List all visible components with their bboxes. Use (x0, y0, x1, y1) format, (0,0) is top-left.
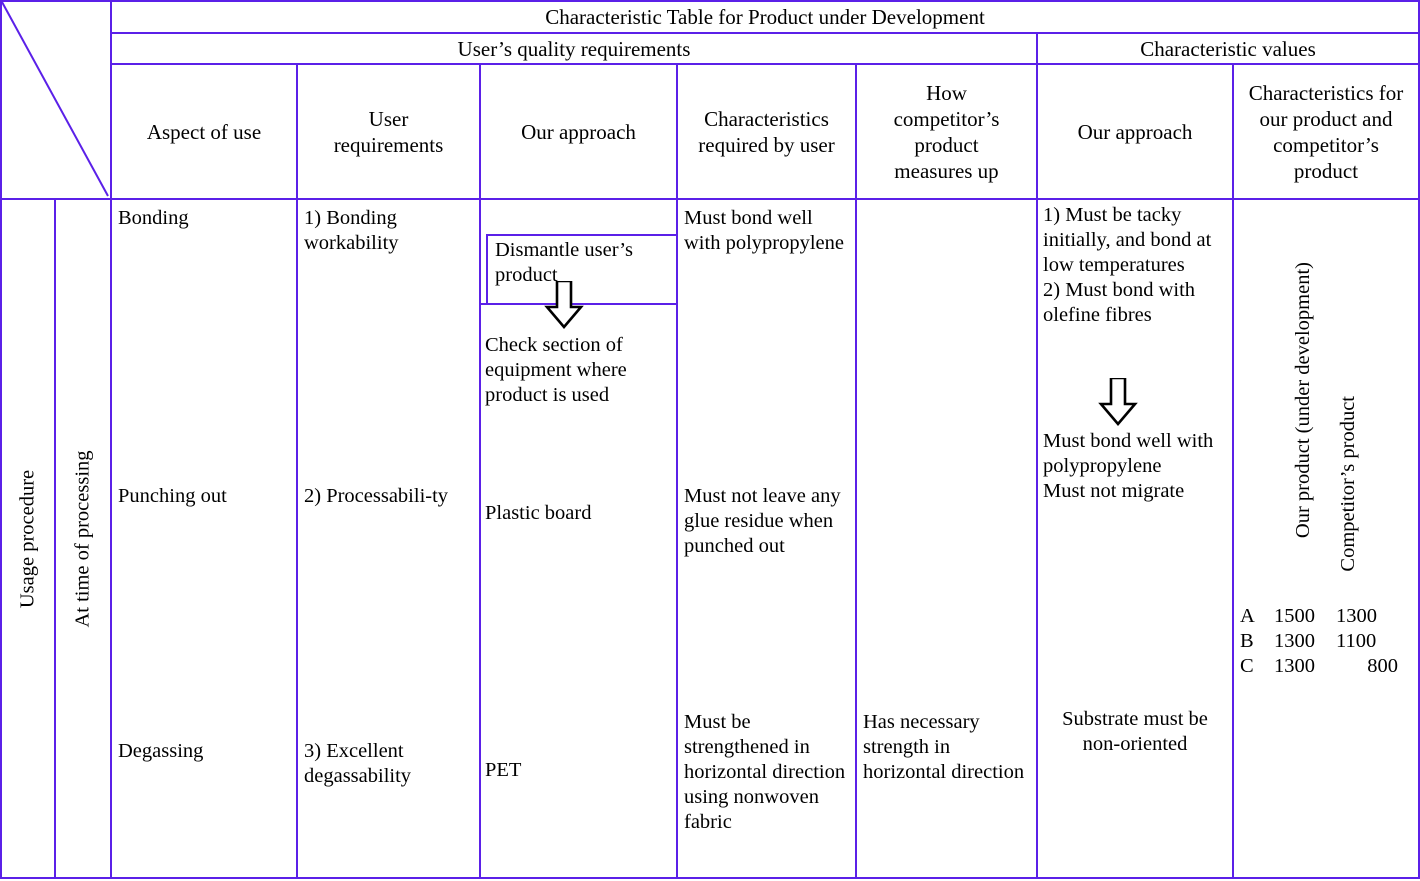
header-col-cv-our-approach: Our approach (1077, 119, 1193, 144)
our-product-value: 1300 (1274, 655, 1315, 677)
flow-box-top-line (486, 234, 676, 236)
grade-label: B (1240, 630, 1254, 652)
flow-box-bottom-line (481, 303, 676, 305)
cv-measurements-table: A 1500 1300 B 1300 1100 C 1300 800 (1240, 604, 1418, 694)
our-product-value: 1500 (1274, 605, 1315, 627)
header-col-cv-characteristics: Characteristics for our product and comp… (1248, 80, 1404, 183)
grid-line-col-aspect (296, 63, 298, 879)
cell-characteristics-required-punching: Must not leave any glue residue when pun… (684, 485, 841, 557)
grid-line-col-userreq (479, 63, 481, 879)
header-group-user-quality: User’s quality requirements (457, 36, 691, 61)
table-row: A 1500 1300 (1240, 604, 1418, 629)
flow-step-check-section: Check section of equipment where product… (485, 334, 627, 406)
down-arrow-icon-cv (1098, 378, 1138, 426)
cell-user-requirements-bonding: 1) Bonding workability (304, 207, 399, 254)
grid-line-header-bottom (0, 198, 1420, 200)
cv-vertical-label-our-product: Our product (under development) (1292, 262, 1314, 539)
flow-step-dismantle: Dismantle user’s product (495, 239, 633, 286)
competitor-product-value: 1300 (1336, 605, 1377, 627)
header-col-user-requirements: User requirements (333, 106, 444, 157)
cv-vertical-label-competitor-product: Competitor’s product (1337, 396, 1359, 572)
table-row: B 1300 1100 (1240, 629, 1418, 654)
cell-competitor-measures-punching (857, 481, 1035, 606)
row-header-at-time-of-processing: At time of processing (56, 200, 110, 877)
row-header-usage-procedure: Usage procedure (2, 200, 54, 877)
cell-aspect-of-use-degassing: Degassing (118, 740, 204, 762)
cv-approach-items-bonding: 1) Must be tacky initially, and bond at … (1043, 204, 1212, 326)
row-header-at-time-of-processing-label: At time of processing (71, 449, 94, 628)
table-row: C 1300 800 (1240, 654, 1418, 679)
grade-label: A (1240, 605, 1255, 627)
our-product-value: 1300 (1274, 630, 1315, 652)
cell-our-approach-degassing: PET (485, 759, 522, 781)
cell-characteristics-required-degassing: Must be strengthened in horizontal direc… (684, 711, 846, 833)
header-col-characteristics-required: Characteristics required by user (698, 106, 835, 157)
grid-line-bottom (0, 877, 1420, 879)
cell-aspect-of-use-punching: Punching out (118, 485, 227, 507)
header-col-competitor-measures: How competitor’s product measures up (893, 80, 1000, 183)
grid-line-col-charreq (855, 63, 857, 879)
grid-line-title-bottom (110, 32, 1420, 34)
grid-line-right (1418, 0, 1420, 879)
grid-line-left (0, 0, 2, 879)
row-header-usage-procedure-label: Usage procedure (16, 469, 39, 608)
cell-competitor-measures-degassing: Has necessary strength in horizontal dir… (863, 711, 1025, 783)
cell-our-approach-punching: Plastic board (485, 502, 592, 524)
cv-approach-result-bonding: Must bond well with polypropylene Must n… (1043, 430, 1214, 502)
cell-aspect-of-use-bonding: Bonding (118, 207, 189, 229)
header-col-aspect-of-use: Aspect of use (146, 119, 262, 144)
cell-competitor-measures-bonding (857, 203, 1035, 303)
grid-line-col-ourapproach (676, 63, 678, 879)
grid-line-group-bottom (110, 63, 1420, 65)
header-group-characteristic-values: Characteristic values (1140, 36, 1316, 61)
grid-line-col-cvapproach (1232, 63, 1234, 879)
grade-label: C (1240, 655, 1254, 677)
grid-line-col-usage (54, 198, 56, 879)
cell-cv-approach-degassing: Substrate must be non-oriented (1062, 708, 1208, 755)
grid-line-col-processing (110, 0, 112, 879)
grid-line-col-competitor (1036, 32, 1038, 879)
competitor-product-value: 1100 (1336, 630, 1377, 652)
cell-user-requirements-punching: 2) Processabili-ty (304, 485, 449, 507)
cell-characteristics-required-bonding: Must bond well with polypropylene (684, 207, 844, 254)
flow-box-left-line (486, 234, 488, 303)
grid-line-top (0, 0, 1420, 2)
page-title: Characteristic Table for Product under D… (545, 5, 985, 29)
corner-diagonal-slash (1, 1, 109, 197)
down-arrow-icon-flow (544, 281, 584, 329)
header-col-our-approach: Our approach (521, 119, 636, 144)
cell-user-requirements-degassing: 3) Excellent degassability (304, 740, 412, 787)
competitor-product-value: 800 (1367, 655, 1398, 677)
